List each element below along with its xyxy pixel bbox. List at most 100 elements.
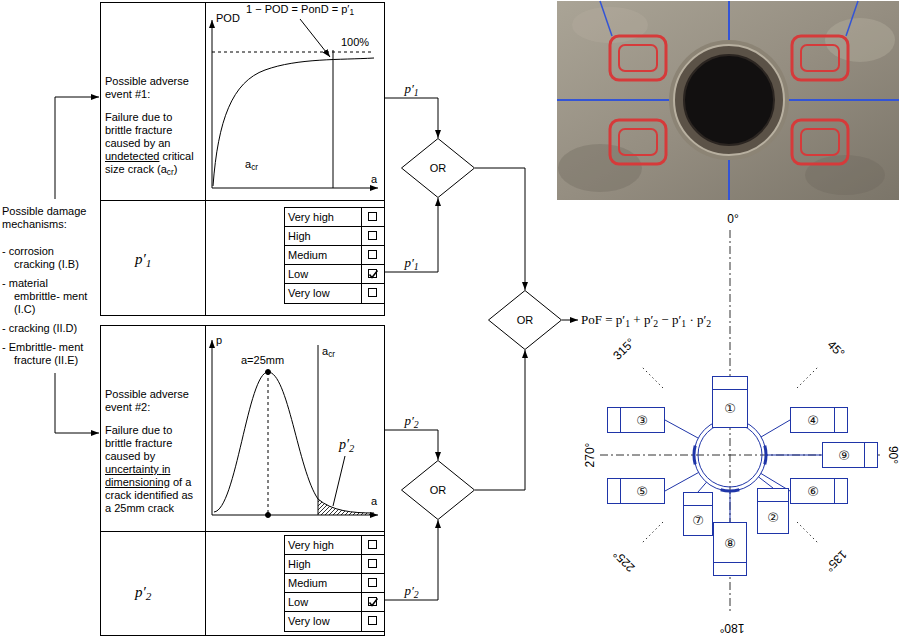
inspection-photo — [801, 129, 839, 155]
text-run: of — [173, 476, 182, 488]
pipe-section — [761, 420, 790, 437]
text-run — [6, 277, 9, 289]
text-run: fracture — [135, 437, 172, 449]
rating-row: Very low — [285, 612, 384, 631]
sensor-divider — [834, 479, 847, 503]
text-run — [154, 163, 157, 175]
text-run: size — [105, 163, 125, 175]
rating-row: Medium — [285, 246, 384, 265]
text-run: fracture — [14, 354, 51, 366]
text-run: cracking — [14, 258, 55, 270]
inspection-photo — [728, 158, 730, 200]
callout-number: ⑥ — [807, 484, 819, 499]
sensor-box: ① — [712, 376, 748, 428]
checkbox — [368, 578, 377, 587]
text-run: low — [313, 287, 330, 299]
text-run — [630, 312, 633, 327]
sensor-box: ⑧ — [713, 522, 747, 576]
text-run: p′ — [341, 3, 349, 15]
rating-level: Low — [288, 593, 308, 611]
rating-row: High — [285, 555, 384, 574]
text-run: uncertainty — [105, 463, 159, 475]
pipe-section — [759, 477, 774, 488]
checkbox — [368, 616, 377, 625]
rating-table: Very highHighMediumLowVery low — [284, 535, 384, 632]
text-run: 90° — [886, 446, 900, 464]
checkbox — [368, 540, 377, 549]
inspection-photo — [792, 120, 848, 164]
text-run: brittle — [105, 124, 132, 136]
text-run: p′ — [404, 255, 413, 270]
angle-label: 315° — [610, 335, 639, 364]
text-run: high — [313, 211, 334, 223]
crack-size-chart — [266, 513, 271, 518]
callout-number: ② — [767, 510, 779, 525]
inspection-photo — [684, 55, 774, 145]
text-run — [329, 3, 332, 15]
text-run — [338, 3, 341, 15]
text-run — [132, 437, 135, 449]
gate-label: OR — [517, 314, 534, 327]
text-run: brittle — [105, 437, 132, 449]
text-run: Possible — [105, 75, 147, 87]
sensor-box: ⑦ — [683, 492, 713, 536]
event-heading: Possible adverse event #2: — [105, 388, 201, 414]
text-run: an — [158, 137, 170, 149]
chart-label: a — [371, 495, 377, 508]
rating-row: Medium — [285, 574, 384, 593]
connector-arrow — [385, 430, 438, 460]
rating-level: Very high — [288, 536, 334, 554]
pod-chart — [212, 19, 378, 188]
event-description: Failure due to brittle fracture caused b… — [105, 424, 201, 515]
event-cell: Possible adverse event #2: Failure due to… — [100, 325, 206, 532]
text-run: p′ — [404, 583, 413, 598]
text-run — [686, 312, 689, 327]
chart-label: p′2 — [339, 437, 354, 454]
rating-cell: Very highHighMediumLowVery low — [205, 531, 385, 636]
text-run: dimensioning — [105, 476, 170, 488]
text-run: adverse — [150, 75, 189, 87]
text-run: ⑤ — [636, 484, 648, 499]
text-run — [6, 322, 9, 334]
angle-axes — [797, 367, 818, 388]
text-run: · — [689, 312, 693, 327]
inspection-photo — [619, 45, 657, 71]
text-run: PoF — [581, 312, 602, 327]
list-item: - Embrittle- ment fracture (II.E) — [2, 341, 94, 367]
text-run: - — [2, 277, 6, 289]
angle-label: 270° — [583, 442, 597, 469]
text-run — [252, 3, 255, 15]
sensor-box: ⑥ — [790, 478, 848, 504]
angle-label: 225° — [610, 547, 639, 576]
callout-number: ⑧ — [724, 536, 736, 551]
pod-chart — [212, 52, 372, 53]
pod-chart — [333, 50, 334, 188]
text-run: = — [605, 312, 612, 327]
text-run: (II.D) — [53, 322, 77, 334]
result-formula: PoF = p′1 + p′2 − p′1 · p′2 — [578, 311, 714, 329]
pipe-section — [730, 491, 731, 522]
text-run: Failure — [105, 111, 139, 123]
text-run: OR — [517, 314, 534, 326]
connector-arrow — [385, 98, 438, 138]
checkbox-cell — [361, 536, 384, 554]
sensor-divider — [608, 479, 621, 503]
event-description: Failure due to brittle fracture caused b… — [105, 111, 201, 177]
edge-label: p′2 — [403, 414, 419, 429]
text-run: cracking — [9, 322, 50, 334]
sensor-box: ④ — [790, 407, 848, 433]
callout-number: ⑦ — [692, 513, 704, 528]
text-run: − — [661, 312, 668, 327]
text-run: POD — [216, 12, 240, 24]
angle-label: 135° — [822, 547, 851, 576]
text-run: Very — [288, 615, 310, 627]
text-run — [132, 124, 135, 136]
callout-number: ⑨ — [838, 448, 850, 463]
rating-row: Low — [285, 265, 384, 284]
text-run: (I.C) — [14, 303, 35, 315]
text-run: p′ — [404, 413, 413, 428]
probability-cell: p′2 — [100, 531, 206, 636]
text-run: as — [181, 489, 193, 501]
checkbox-cell — [361, 555, 384, 573]
callout-number: ③ — [636, 413, 648, 428]
